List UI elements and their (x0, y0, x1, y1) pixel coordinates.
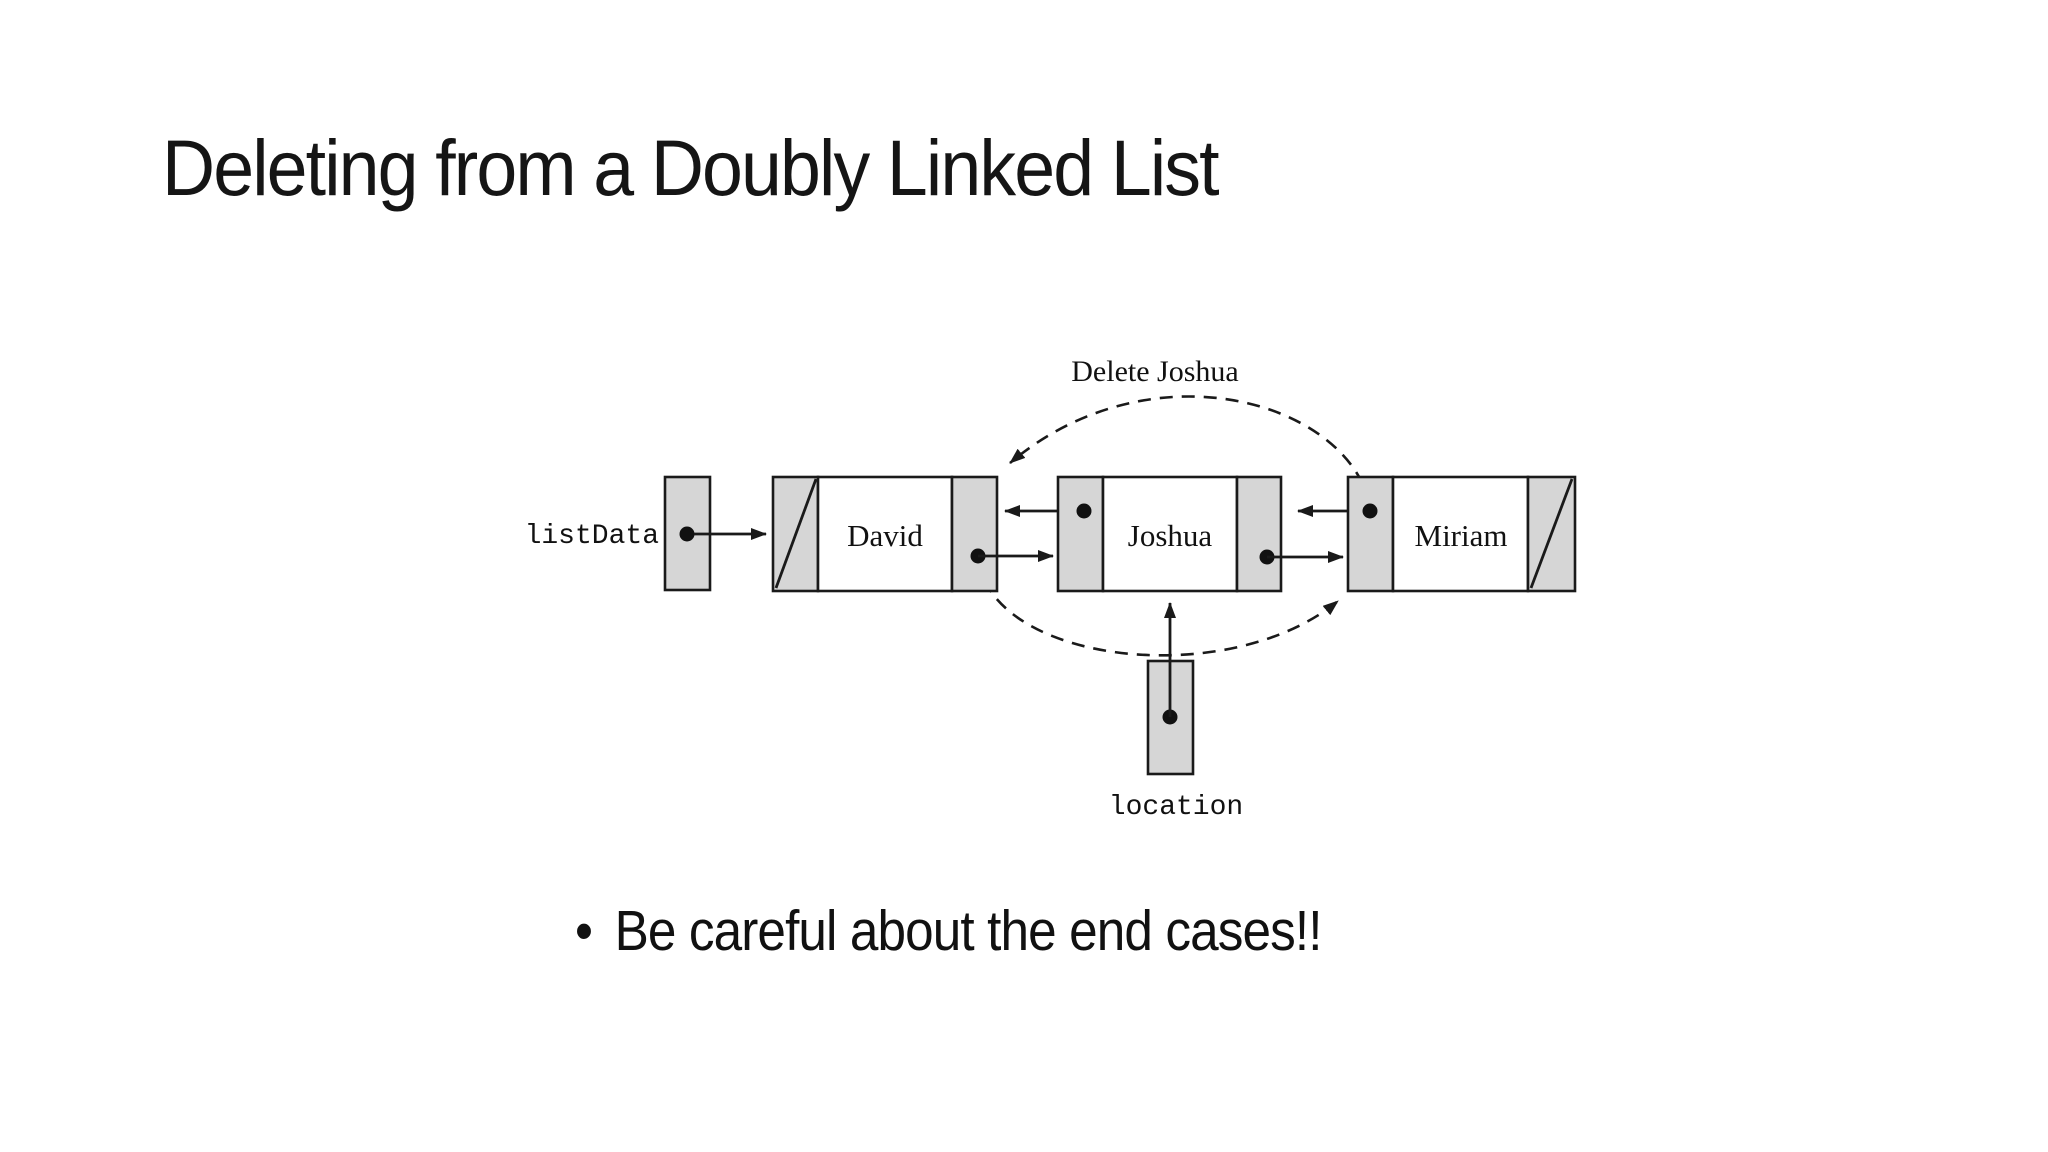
joshua-value: Joshua (1128, 518, 1213, 553)
miriam-data-cell (1391, 475, 1530, 593)
dashed-bypass-next-arrow (976, 559, 1339, 657)
bullet-item: •Be careful about the end cases!! (575, 903, 1322, 960)
miriam-prev-dot (1362, 503, 1378, 519)
joshua-prev-cell (1056, 475, 1105, 593)
node-miriam: Miriam (1346, 475, 1577, 593)
page-title: Deleting from a Doubly Linked List (162, 123, 1220, 212)
head-pointer: listData (525, 475, 767, 592)
bullet-marker-icon: • (575, 899, 593, 963)
joshua-next-cell (1235, 475, 1283, 593)
node-joshua: Joshua (1056, 475, 1283, 593)
head-pointer-label: listData (525, 521, 659, 552)
joshua-prev-dot (1076, 503, 1092, 519)
joshua-data-cell (1101, 475, 1239, 593)
dashed-bypass-prev-arrow (1009, 395, 1372, 505)
head-pointer-dot (679, 526, 695, 542)
location-pointer: location (1109, 602, 1243, 823)
delete-caption: Delete Joshua (1071, 355, 1238, 388)
location-pointer-label: location (1109, 792, 1243, 823)
david-prev-null-slash-icon (774, 478, 818, 589)
node-david: David (771, 475, 999, 593)
david-value: David (847, 518, 923, 553)
miriam-value: Miriam (1415, 518, 1508, 553)
david-next-cell (950, 475, 999, 593)
bullet-text: Be careful about the end cases!! (614, 899, 1323, 963)
miriam-prev-cell (1346, 475, 1395, 593)
miriam-next-null-slash-icon (1529, 478, 1574, 589)
